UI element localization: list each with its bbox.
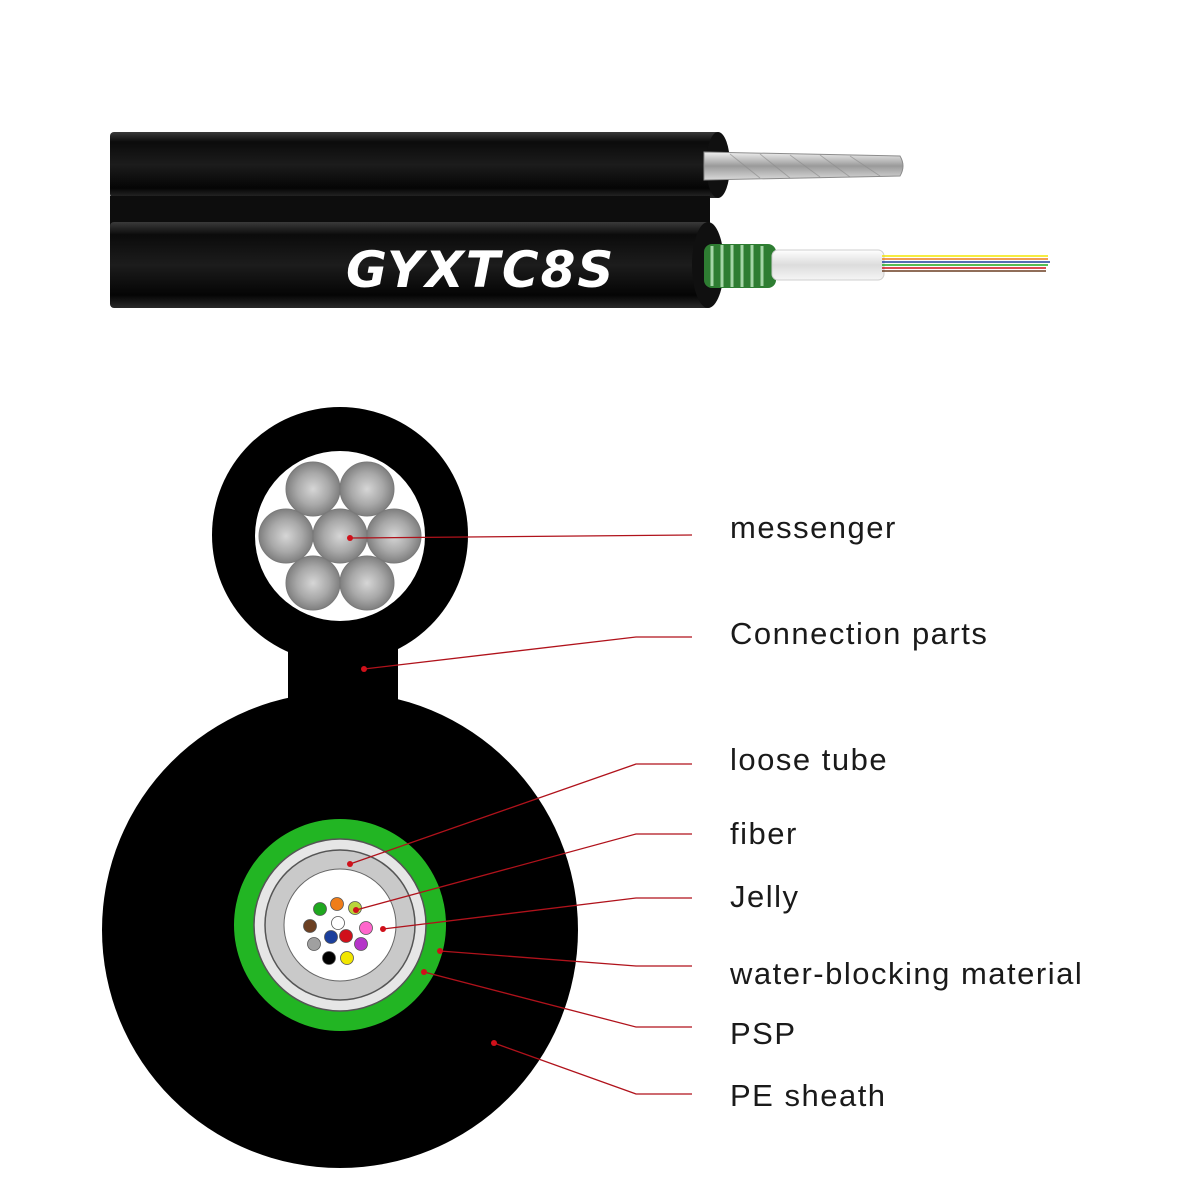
loose-tube-side [771,249,885,281]
label-jelly: Jelly [730,879,800,914]
callout-labels: messenger Connection parts loose tube fi… [729,510,1083,1113]
leader-loose-tube [349,763,692,865]
leader-dot-water-blocking [437,948,443,954]
leader-jelly [382,897,692,930]
connection-web-side [110,196,710,226]
fiber-white [331,916,345,930]
cable-cross-section [102,407,578,1168]
leader-dot-messenger [347,535,353,541]
steel-wire [258,508,314,564]
cable-model-label: GYXTC8S [346,241,615,299]
label-loose-tube: loose tube [730,742,888,777]
fiber-grey [307,937,321,951]
fiber-orange [330,897,344,911]
messenger-jacket [110,132,720,198]
leader-messenger [349,534,693,539]
leader-pe-sheath [493,1042,692,1095]
label-messenger: messenger [730,510,897,545]
steel-strand [703,151,904,181]
steel-wire-center [312,508,368,564]
steel-wire [366,508,422,564]
steel-wire [285,461,341,517]
fiber-violet [354,937,368,951]
fiber-pink [359,921,373,935]
steel-wires [258,461,422,611]
steel-wire [339,555,395,611]
leader-dot-jelly [380,926,386,932]
fiber-yellow [340,951,354,965]
label-water-blocking-material: water-blocking material [729,956,1083,991]
label-psp: PSP [730,1016,797,1051]
leader-dots [347,535,497,1046]
label-fiber: fiber [730,816,798,851]
fibers-side [882,255,1050,272]
fiber-black [322,951,336,965]
leader-dot-fiber [353,907,359,913]
label-connection-parts: Connection parts [730,616,988,651]
cable-side-view: GYXTC8S [110,132,1050,308]
leader-water-blocking [439,950,692,967]
leader-dot-psp [421,969,427,975]
fibers [303,897,373,965]
label-pe-sheath: PE sheath [730,1078,887,1113]
fiber-unit-jacket [110,222,710,308]
leader-dot-pe-sheath [491,1040,497,1046]
fiber-red [339,929,353,943]
leader-connection-parts [363,636,692,670]
fiber-green [313,902,327,916]
leader-lines [349,534,693,1095]
fiber-brown [303,919,317,933]
fiber-blue [324,930,338,944]
leader-dot-loose-tube [347,861,353,867]
steel-wire [339,461,395,517]
leader-psp [423,971,692,1028]
psp-armor-side [704,244,776,288]
leader-fiber [355,833,692,911]
steel-wire [285,555,341,611]
leader-dot-connection-parts [361,666,367,672]
